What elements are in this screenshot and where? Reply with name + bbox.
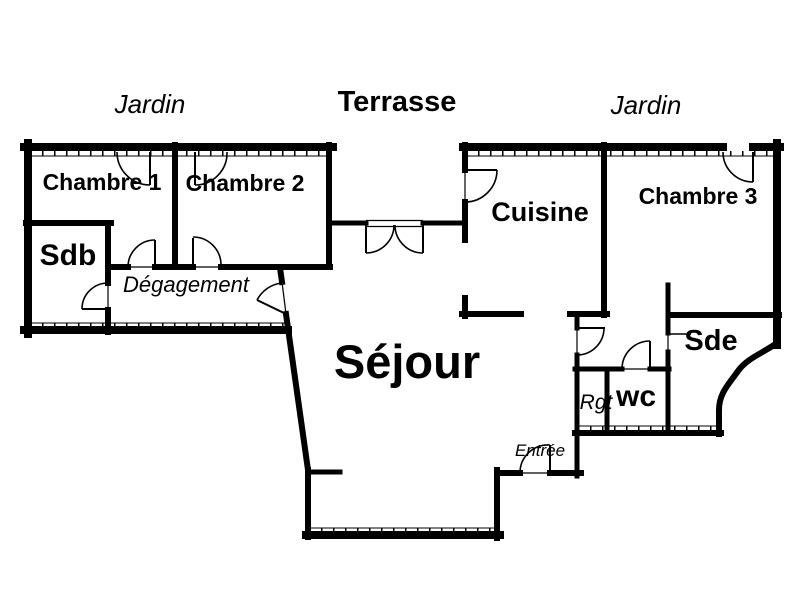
wall-hatch-ticks [30, 151, 776, 533]
label-sde: Sde [684, 325, 737, 357]
cuisine-door-arc [464, 169, 498, 203]
label-chambre-3: Chambre 3 [639, 183, 758, 209]
label-degagement: Dégagement [123, 272, 250, 297]
area-labels: Jardin Terrasse Jardin Chambre 1 Chambre… [40, 86, 758, 460]
label-entree: Entrée [515, 441, 565, 460]
label-cuisine: Cuisine [491, 197, 589, 227]
door-jambs [107, 170, 669, 474]
chambre3-garden-door-arc [722, 151, 754, 183]
entree-door-arc [519, 444, 551, 474]
chambre2-door-arc [192, 236, 222, 266]
sdb-door-arc [81, 282, 109, 310]
interior-walls [23, 142, 782, 541]
terrasse-double-door-arcs [365, 224, 424, 254]
terrasse-window-band [326, 219, 468, 228]
chambre2-garden-door-arc [194, 151, 228, 186]
chambre1-garden-door-arc [116, 151, 151, 186]
door-swings [81, 151, 754, 474]
label-terrasse: Terrasse [338, 86, 457, 118]
label-sejour: Séjour [334, 335, 480, 388]
exterior-walls [20, 139, 784, 539]
degagement-door-arc [256, 282, 283, 301]
label-chambre-2: Chambre 2 [186, 170, 305, 196]
label-jardin-left: Jardin [114, 89, 186, 119]
label-rgt: Rgt [580, 391, 614, 414]
label-wc: wc [615, 380, 656, 413]
chambre1-door-arc [127, 239, 156, 268]
label-chambre-1: Chambre 1 [43, 169, 162, 195]
corridor-door-arc [576, 327, 605, 356]
wc-door-arc [621, 340, 651, 370]
label-sdb: Sdb [40, 239, 97, 272]
degagement-door-leaf [256, 299, 287, 315]
label-jardin-right: Jardin [610, 90, 682, 120]
terrasse-double-door-leaves [365, 225, 424, 253]
